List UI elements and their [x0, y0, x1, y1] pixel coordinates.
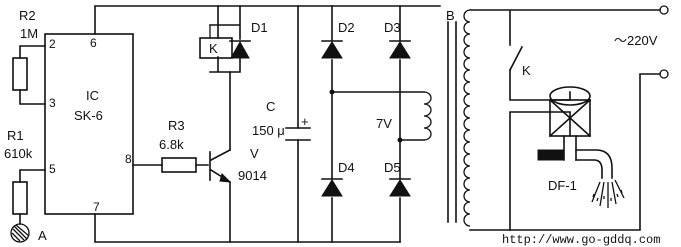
mains-label: ～220V	[614, 33, 658, 48]
r2-resistor	[12, 57, 28, 91]
d4-label: D4	[338, 160, 355, 175]
ic-model: SK-6	[74, 108, 103, 123]
mains-bottom-wire	[469, 73, 661, 231]
r3-value: 6.8k	[159, 137, 184, 152]
primary-return	[509, 111, 571, 231]
r1-value: 610k	[4, 146, 33, 161]
pin-8-label: 8	[125, 152, 132, 166]
d1-label: D1	[251, 20, 268, 35]
transistor-arrow	[219, 173, 232, 183]
relay-coil-label: K	[209, 41, 218, 56]
r3-resistor	[161, 157, 197, 173]
relay-coil-box	[199, 37, 233, 59]
ic-label: IC	[86, 88, 99, 103]
junction-dot-1	[329, 89, 335, 95]
d5-diode	[389, 179, 411, 197]
switch-label: K	[522, 63, 531, 78]
d3-label: D3	[384, 20, 401, 35]
cap-label: C	[266, 99, 275, 114]
mains-terminal-bottom	[659, 69, 669, 79]
pin-2-label: 2	[49, 37, 56, 51]
transformer-secondary	[423, 91, 432, 141]
transistor-collector	[209, 148, 232, 162]
d4-diode	[321, 179, 343, 197]
valve-cap	[549, 86, 591, 106]
r1-wire	[19, 169, 46, 225]
r2-wire	[19, 45, 46, 105]
valve-body	[549, 99, 591, 137]
watermark-url: http://www.go-gddq.com	[502, 233, 660, 247]
d2-diode	[321, 41, 343, 59]
r2-label: R2	[19, 8, 36, 23]
cap-value: 150 μ	[252, 123, 285, 138]
water-spray-drops	[592, 189, 623, 202]
pin-6-label: 6	[90, 36, 97, 50]
d5-label: D5	[384, 160, 401, 175]
d2-label: D2	[338, 20, 355, 35]
r3-label: R3	[168, 118, 185, 133]
water-spray-icon	[591, 179, 625, 208]
bottom-rail	[94, 213, 401, 243]
valve-outlet-pipe	[575, 149, 613, 179]
r2-value: 1M	[20, 26, 38, 41]
sensor-a	[10, 223, 30, 243]
transformer-primary	[463, 9, 471, 227]
r1-label: R1	[7, 128, 24, 143]
transistor-label: V	[250, 146, 259, 161]
mains-terminal-top	[659, 5, 669, 15]
sensor-a-label: A	[38, 228, 47, 243]
secondary-voltage: 7V	[376, 116, 392, 131]
d1-diode	[230, 40, 250, 59]
sensor-a-hatch	[11, 224, 30, 242]
pin-3-label: 3	[49, 96, 56, 110]
ic-body	[44, 33, 134, 215]
mains-switch-blade	[508, 45, 524, 72]
valve-cross	[548, 98, 592, 138]
junction-dot-2	[397, 137, 403, 143]
cap-plus: +	[301, 114, 309, 129]
d3-diode	[389, 41, 411, 59]
r1-resistor	[12, 181, 28, 215]
valve-port-left	[537, 149, 565, 161]
mains-top-wire	[469, 9, 661, 101]
relay-wires	[209, 5, 241, 73]
transistor-model: 9014	[238, 168, 267, 183]
valve-stem	[563, 135, 577, 161]
valve-label: DF-1	[548, 178, 577, 193]
pin-7-label: 7	[93, 200, 100, 214]
transformer-label: B	[446, 8, 455, 23]
top-rail	[94, 5, 441, 35]
pin-5-label: 5	[49, 162, 56, 176]
